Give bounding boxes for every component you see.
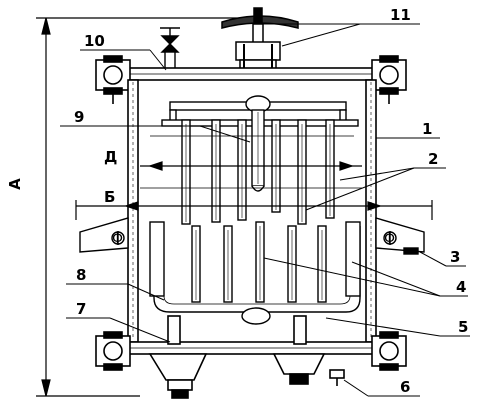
callout-7: 7 <box>76 300 86 318</box>
lower-basket <box>149 221 361 325</box>
callout-10: 10 <box>84 32 105 50</box>
section-label-b: Б <box>104 188 115 206</box>
top-cover <box>95 55 407 104</box>
callout-1: 1 <box>422 120 432 138</box>
callout-4: 4 <box>456 278 466 296</box>
callout-11: 11 <box>390 6 411 24</box>
bottom-cover <box>95 315 407 399</box>
dimension-a <box>36 17 262 397</box>
callout-2: 2 <box>428 150 438 168</box>
phi-symbol-left: Φ <box>112 231 123 247</box>
callout-8: 8 <box>76 266 86 284</box>
vent-valve <box>160 27 180 73</box>
support-lugs <box>79 217 425 255</box>
section-lines <box>75 161 433 220</box>
callout-5: 5 <box>458 318 468 336</box>
callout-9: 9 <box>74 108 84 126</box>
dimension-a-label: А <box>6 178 24 190</box>
callout-3: 3 <box>450 248 460 266</box>
callout-6: 6 <box>400 378 410 396</box>
section-label-d: Д <box>104 148 117 166</box>
leader-lines <box>60 23 470 397</box>
phi-symbol-right: Φ <box>384 231 395 247</box>
central-stem <box>150 95 354 192</box>
